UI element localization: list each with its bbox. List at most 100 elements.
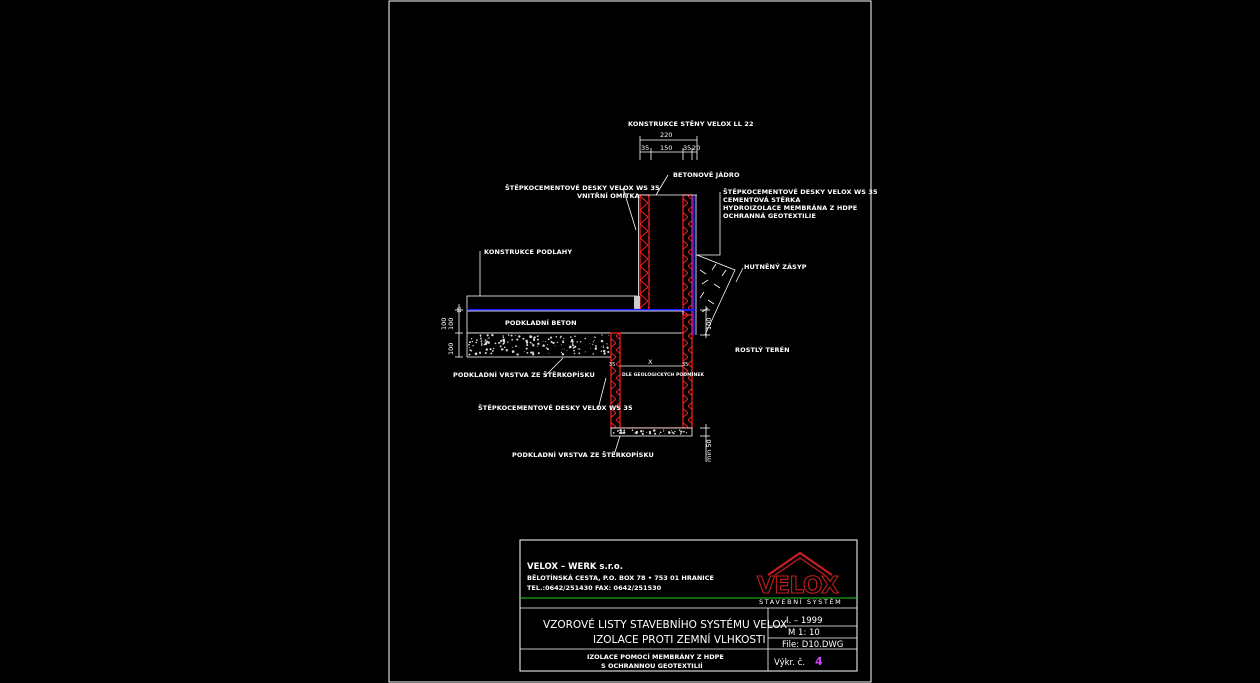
label-floor-construction: KONSTRUKCE PODLAHY [484, 248, 572, 256]
sheet-scale: M 1: 10 [788, 628, 820, 638]
footing-dim-right: 35 [682, 362, 688, 368]
gravel-dot [553, 342, 555, 344]
gravel-dot [479, 334, 482, 337]
gravel-dot [659, 433, 661, 435]
gravel-dot [525, 347, 528, 350]
gravel-dot [594, 347, 597, 350]
subtitle-line-1: IZOLACE POMOCÍ MEMBRÁNY Z HDPE [587, 652, 724, 661]
right-dim-1: 100 [705, 318, 713, 330]
dim-a: 35 [641, 144, 649, 152]
gravel-dot [545, 341, 547, 343]
gravel-dot [561, 348, 563, 350]
x-mark: X [648, 358, 653, 366]
label-left-board-1: ŠTĚPKOCEMENTOVÉ DESKY VELOX WS 35 [505, 183, 660, 192]
gravel-dot [485, 348, 488, 351]
gravel-dot [548, 352, 550, 354]
label-right-layer-1: CEMENTOVÁ STĚRKA [723, 195, 800, 204]
gravel-dots [468, 333, 610, 356]
gravel-dot [529, 335, 532, 338]
gravel-dot [537, 345, 539, 347]
gravel-dot [526, 343, 529, 347]
label-right-layer-0: ŠTĚPKOCEMENTOVÉ DESKY VELOX WS 35 [723, 187, 878, 196]
gravel-dot [490, 352, 493, 355]
gravel-dot [619, 429, 621, 431]
gravel-dot [468, 353, 471, 356]
gravel-dot [514, 335, 516, 337]
left-dim-2: 100 [440, 318, 448, 330]
velox-logo: VELOX STAVEBNÍ SYSTÉM [756, 551, 841, 606]
gravel-dot [584, 351, 586, 353]
gravel-dot [486, 334, 489, 337]
gravel-dot [488, 337, 490, 339]
gravel-dot [635, 430, 639, 434]
gravel-dot [475, 341, 478, 344]
gravel-dot [578, 348, 581, 350]
left-dim-4: 15 [457, 307, 463, 313]
gravel-dot [469, 341, 471, 344]
gravel-dot [501, 348, 504, 351]
gravel-dot [510, 334, 513, 337]
gravel-dot [570, 336, 572, 338]
gravel-dot [655, 430, 657, 432]
gravel-dot [574, 335, 576, 338]
footing-left-board [610, 332, 621, 429]
gravel-dot [594, 336, 596, 338]
gravel-dot [529, 341, 532, 344]
gravel-dot [483, 343, 486, 346]
gravel-dot [469, 346, 470, 348]
gravel-dot [480, 337, 482, 340]
gravel-dot [589, 343, 591, 345]
gravel-dot [472, 345, 474, 347]
leader-lines [479, 174, 744, 456]
sheet-file: File: D10.DWG [782, 640, 843, 650]
geology-note: DLE GEOLOGICKÝCH PODMÍNEK [622, 370, 705, 378]
gravel-dot [487, 337, 489, 339]
label-compacted-backfill: HUTNĚNÝ ZÁSYP [744, 262, 807, 271]
gravel-dot [607, 350, 610, 354]
label-footing-boards: ŠTĚPKOCEMENTOVÉ DESKY VELOX WS 35 [478, 403, 633, 412]
backfill-hatch [696, 254, 736, 336]
gravel-dot [494, 342, 497, 345]
gravel-dot [502, 339, 506, 343]
gravel-dot [481, 341, 482, 343]
label-right-layer-3: OCHRANNÁ GEOTEXTILIE [723, 211, 816, 220]
gravel-dot [532, 353, 535, 356]
gravel-dot [573, 349, 575, 352]
gravel-dot [579, 341, 582, 343]
gravel-dot [552, 341, 555, 345]
gravel-dot [569, 345, 572, 349]
right-dimensions [700, 306, 710, 462]
gravel-dot [511, 350, 515, 353]
gravel-dot [480, 340, 483, 342]
gravel-dot [545, 347, 548, 349]
gravel-dot [476, 339, 478, 341]
gravel-dot [674, 430, 676, 433]
gravel-dot [578, 352, 581, 355]
gravel-dot [561, 353, 565, 356]
gravel-dot [489, 348, 492, 351]
gravel-dot [641, 433, 644, 435]
gravel-dot [484, 341, 486, 343]
gravel-dot [659, 431, 662, 434]
gravel-dot [546, 344, 549, 346]
gravel-dot [590, 347, 592, 349]
gravel-dot [480, 338, 482, 340]
gravel-dot [646, 431, 648, 433]
gravel-dot [668, 431, 671, 435]
gravel-dot [516, 353, 519, 356]
gravel-dot [547, 338, 550, 341]
gravel-dot [481, 343, 483, 345]
gravel-dot [571, 340, 574, 344]
gravel-dot [577, 348, 579, 350]
gravel-dot [566, 349, 568, 351]
gravel-dot [623, 432, 625, 434]
gravel-dot [574, 345, 577, 348]
gravel-dot [600, 350, 603, 352]
top-dimension [639, 136, 698, 160]
gravel-dot [522, 337, 525, 340]
gravel-dot [498, 341, 501, 344]
gravel-dot [664, 433, 666, 435]
gravel-dot [573, 352, 576, 355]
wall-right-board [682, 194, 693, 316]
